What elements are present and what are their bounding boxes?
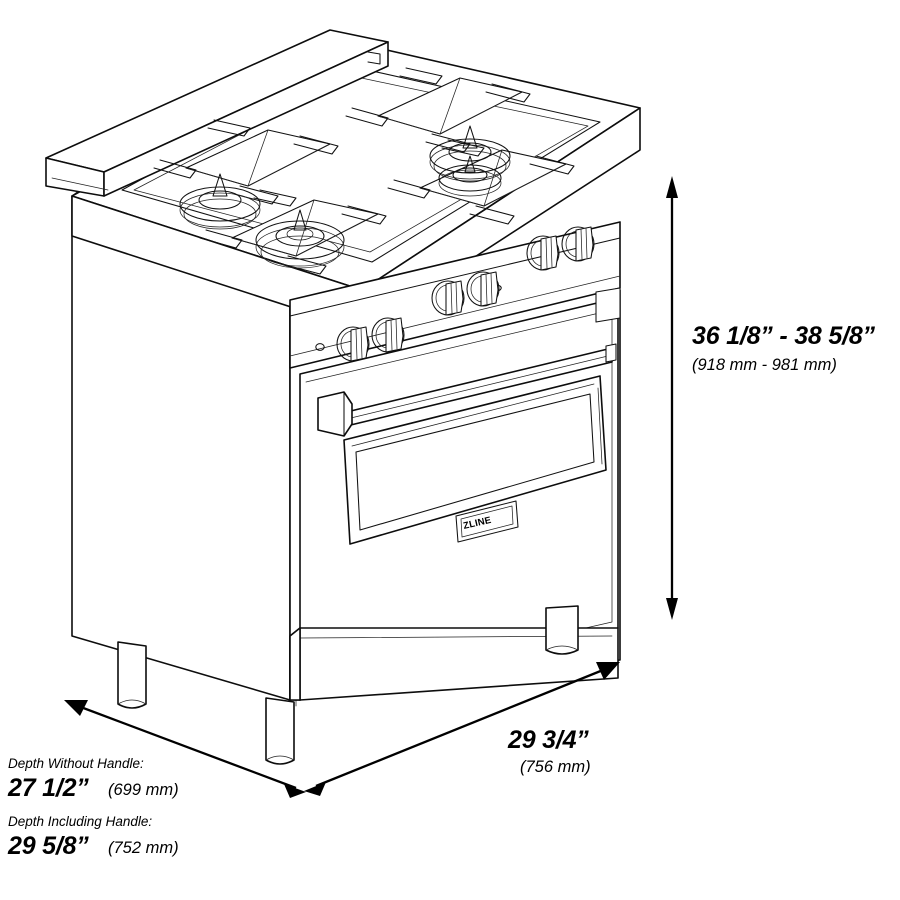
right-edge-detail <box>595 287 621 661</box>
control-knob-4[interactable] <box>466 271 500 307</box>
burner-head-rear-left <box>179 173 261 230</box>
control-knob-3[interactable] <box>431 280 465 316</box>
burner-head-front-right <box>438 155 502 197</box>
depth-including-handle-caption: Depth Including Handle: <box>8 814 152 829</box>
depth-without-handle-mm: (699 mm) <box>108 781 179 799</box>
width-value-inches: 29 3/4” <box>507 726 589 754</box>
depth-without-handle-caption: Depth Without Handle: <box>8 756 144 771</box>
width-dimension <box>304 662 620 796</box>
backguard-riser <box>45 29 389 197</box>
control-knob-2[interactable] <box>371 317 405 353</box>
leg-left-rear <box>117 641 147 709</box>
control-knob-6[interactable] <box>561 226 595 262</box>
burner-head-front-left <box>255 209 345 269</box>
depth-without-handle-labels: Depth Without Handle: 27 1/2” (699 mm) <box>7 756 179 802</box>
height-value-inches: 36 1/8” - 38 5/8” <box>692 322 876 350</box>
burner-grate-front-right <box>387 139 575 225</box>
control-knob-group[interactable] <box>336 226 595 362</box>
depth-without-handle-inches: 27 1/2” <box>7 774 89 802</box>
depth-without-handle-dimension <box>64 700 306 798</box>
leg-left-front <box>265 697 295 765</box>
burner-grate-rear-left <box>153 119 339 205</box>
oven-door[interactable] <box>299 297 619 701</box>
burner-head-rear-right <box>429 125 511 182</box>
depth-including-handle-mm: (752 mm) <box>108 839 179 857</box>
depth-including-handle-inches: 29 5/8” <box>7 832 89 860</box>
burner-head-group <box>179 125 511 269</box>
control-knob-5[interactable] <box>526 235 560 271</box>
width-dimension-labels: 29 3/4” (756 mm) <box>507 726 591 776</box>
leg-group <box>117 605 579 765</box>
depth-including-handle-labels: Depth Including Handle: 29 5/8” (752 mm) <box>7 814 179 860</box>
burner-grate-rear-right <box>345 67 531 153</box>
height-dimension-labels: 36 1/8” - 38 5/8” (918 mm - 981 mm) <box>692 322 876 374</box>
width-value-mm: (756 mm) <box>520 758 591 776</box>
height-value-mm: (918 mm - 981 mm) <box>692 356 837 374</box>
leg-right-front <box>545 605 579 655</box>
brand-badge: ZLINE <box>455 500 519 543</box>
height-dimension <box>666 176 678 620</box>
oven-door-handle[interactable] <box>317 343 617 437</box>
toe-kick <box>289 627 619 701</box>
